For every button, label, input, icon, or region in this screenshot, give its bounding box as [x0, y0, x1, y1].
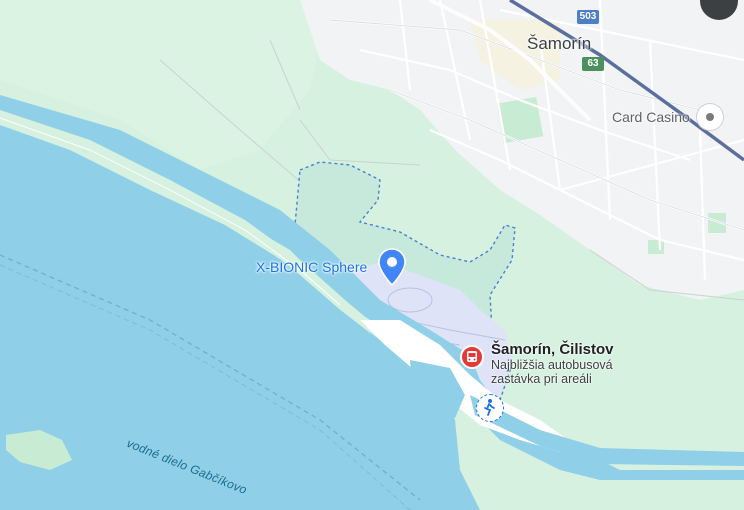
bus-stop-description-line: Najbližšia autobusová — [491, 358, 613, 372]
park-area — [708, 213, 726, 233]
embankment-road — [0, 117, 341, 306]
lower-land — [455, 420, 744, 510]
bus-stop-icon[interactable] — [460, 345, 484, 369]
forest-area — [0, 0, 330, 170]
walking-person-icon[interactable] — [476, 394, 504, 422]
small-lake — [410, 360, 465, 418]
town-center-area — [470, 20, 560, 90]
bus-stop-description: Najbližšia autobusová zastávka pri areál… — [491, 358, 613, 386]
park-area — [496, 96, 544, 144]
waterway-line — [0, 264, 411, 510]
road-shield-63: 63 — [582, 57, 604, 71]
island — [6, 430, 72, 470]
map-pin-icon[interactable] — [378, 248, 406, 287]
country-roads — [159, 39, 744, 301]
park-area — [648, 240, 664, 254]
map-control-button[interactable] — [700, 0, 738, 20]
casino-label[interactable]: Card Casino — [612, 109, 690, 125]
waterway-line — [0, 254, 421, 501]
rail-line — [509, 0, 744, 162]
poi-label[interactable]: X-BIONIC Sphere — [256, 259, 368, 275]
bus-stop-description-line: zastávka pri areáli — [491, 372, 592, 386]
road-shield-503: 503 — [577, 10, 599, 24]
peninsula-area — [360, 320, 580, 452]
urban-area — [300, 0, 744, 300]
casino-place-icon[interactable] — [697, 104, 723, 130]
main-road — [429, 0, 592, 122]
river-arm — [470, 395, 744, 466]
reservoir — [0, 125, 480, 510]
street-outline — [329, 19, 744, 231]
walking-person-icon — [484, 399, 495, 416]
bus-stop-title[interactable]: Šamorín, Čilistov — [491, 341, 614, 358]
embankment — [0, 110, 375, 333]
bus-stop-icon — [467, 351, 477, 362]
map-pin-icon — [378, 248, 406, 287]
town-label[interactable]: Šamorín — [527, 34, 592, 53]
